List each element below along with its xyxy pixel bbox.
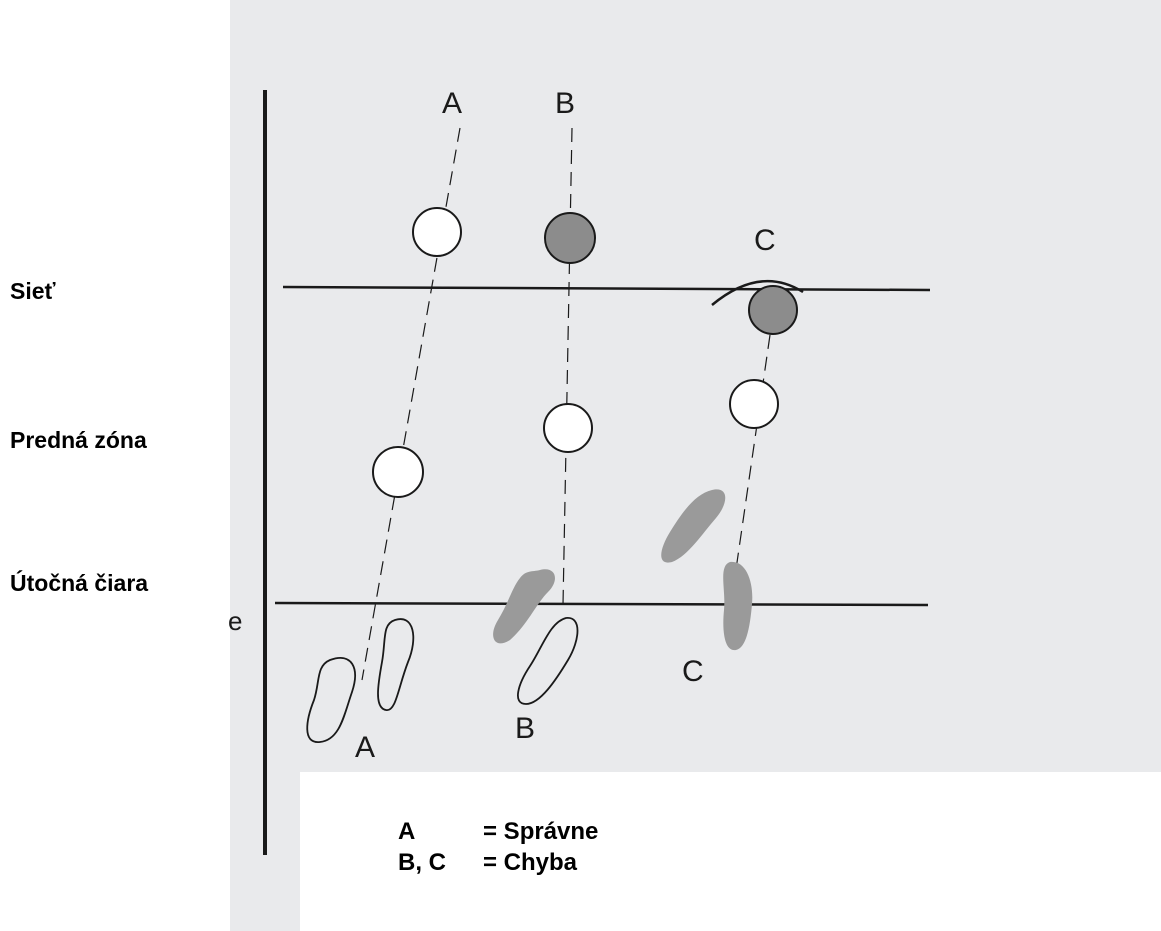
trajectory-b: [562, 127, 573, 606]
trajectory-c: [732, 334, 771, 591]
path-label-bottom-b: B: [515, 712, 535, 745]
ball-c-at-net-shaded: [748, 285, 798, 335]
attack-line-label: Útočná čiara: [10, 570, 149, 596]
legend-error: B, C = Chyba: [398, 849, 577, 877]
ball-b-over-net-shaded: [544, 212, 596, 264]
net-line: [282, 285, 931, 292]
footprint-c-lower-shaded: [723, 561, 753, 651]
attack-line: [274, 601, 929, 607]
legend-correct: A = Správne: [398, 818, 598, 846]
path-label-top-a: A: [442, 87, 462, 120]
ball-c-arc: [711, 279, 804, 306]
legend-panel: [300, 772, 1161, 931]
ball-a-front-zone: [372, 446, 424, 498]
ball-b-front-zone: [543, 403, 593, 453]
legend-correct-key: A: [398, 818, 416, 845]
footprint-c-upper-shaded: [661, 489, 726, 563]
path-label-bottom-c: C: [682, 655, 704, 688]
legend-error-key: B, C: [398, 849, 446, 876]
path-label-bottom-a: A: [355, 731, 375, 764]
path-label-top-c: C: [754, 224, 776, 257]
footprint-a-left: [306, 657, 356, 743]
ball-a-over-net: [412, 207, 462, 257]
footprint-a-right: [377, 618, 415, 711]
path-label-top-b: B: [555, 87, 575, 120]
net-label: Sieť: [10, 278, 56, 304]
footprint-b-outlined: [517, 617, 579, 705]
legend-correct-value: = Správne: [483, 818, 599, 845]
legend-error-value: = Chyba: [483, 849, 578, 876]
footprint-b-shaded: [493, 569, 555, 644]
stray-letter: e: [228, 606, 242, 636]
front-zone-label: Predná zóna: [10, 427, 147, 453]
ball-c-front-zone: [729, 379, 779, 429]
